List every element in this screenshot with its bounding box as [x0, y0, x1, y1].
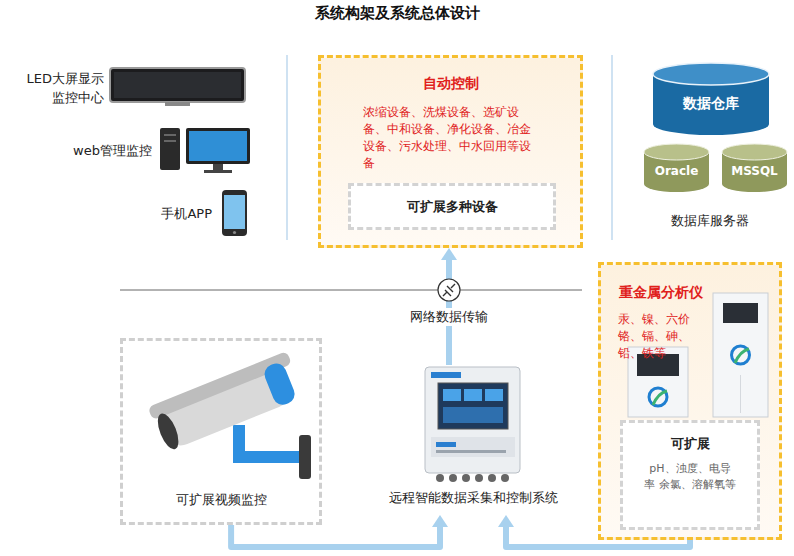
node-box: MSSQL — [721, 143, 788, 193]
node-body: 浓缩设备、洗煤设备、选矿设备、中和设备、净化设备、冶金设备、污水处理、中水回用等… — [363, 104, 539, 172]
node-box: 远程智能数据采集和控制系统 — [378, 365, 568, 515]
node-box: Oracle — [643, 143, 710, 193]
text-label: LED大屏显示 监控中心 — [20, 70, 104, 108]
arrow-head — [441, 248, 457, 260]
text-label: 手机APP — [100, 205, 212, 224]
text-label: web管理监控 — [40, 142, 152, 161]
separator-line — [611, 55, 613, 240]
camera-illustration — [123, 341, 319, 491]
network-symbol — [438, 279, 460, 301]
node-title: 重金属分析仪 — [619, 283, 719, 302]
flow-arrow — [231, 525, 440, 547]
node-box: 重金属分析仪汞、镍、六价铬、镉、砷、铅、铁等可扩展 pH、浊度、电导率 余氯、溶解… — [598, 262, 782, 540]
led-screen-icon — [110, 68, 245, 106]
text-label: 数据库服务器 — [650, 212, 770, 231]
node-title: 远程智能数据采集和控制系统 — [378, 489, 568, 507]
arrow-head — [432, 515, 448, 527]
node-box: 自动控制浓缩设备、洗煤设备、选矿设备、中和设备、净化设备、冶金设备、污水处理、中… — [318, 55, 583, 248]
node-box: 数据仓库 — [652, 62, 770, 136]
node-box: 可扩展视频监控 — [120, 338, 322, 525]
network-line — [120, 290, 582, 291]
node-title: 自动控制 — [321, 74, 580, 93]
node-body: 汞、镍、六价铬、镉、砷、铅、铁等 — [618, 311, 710, 362]
arrow-head — [498, 515, 514, 527]
device-illustration — [378, 365, 568, 487]
node-title: MSSQL — [721, 163, 788, 179]
diagram-title: 系统构架及系统总体设计 — [0, 4, 794, 23]
connector-group — [441, 248, 457, 365]
node-body: pH、浊度、电导率 余氯、溶解氧等 — [644, 461, 736, 493]
node-title: 可扩展视频监控 — [123, 491, 319, 509]
node-title: 可扩展 — [623, 435, 757, 453]
node-title: 数据仓库 — [652, 94, 770, 113]
node-title: 可扩展多种设备 — [351, 198, 553, 216]
separator-line — [286, 55, 288, 240]
edge-label: 网络数据传输 — [401, 308, 497, 326]
pc-icon — [160, 128, 250, 173]
node-box: 可扩展多种设备 — [348, 183, 556, 230]
node-title: Oracle — [643, 163, 710, 179]
node-box: 可扩展 pH、浊度、电导率 余氯、溶解氧等 — [620, 420, 760, 530]
phone-icon — [222, 190, 247, 236]
